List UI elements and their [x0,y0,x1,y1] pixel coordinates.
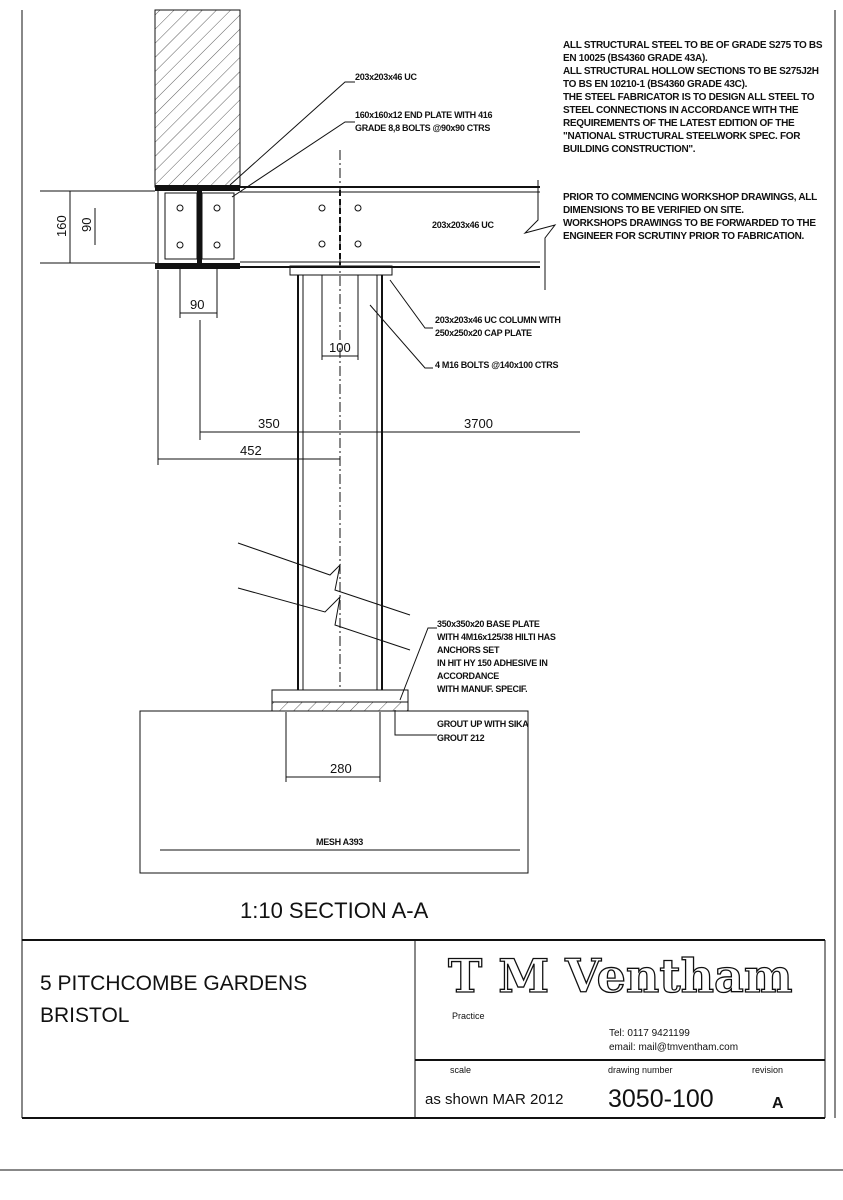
company-logo: T M Ventham [448,949,793,1003]
label-end-plate-bolts: GRADE 8,8 BOLTS @90x90 CTRS [355,123,490,133]
note-line: BUILDING CONSTRUCTION". [563,144,696,155]
note-line: "NATIONAL STRUCTURAL STEELWORK SPEC. FOR [563,131,801,142]
base-plate-line: ACCORDANCE [437,671,499,681]
note-line: STEEL CONNECTIONS IN ACCORDANCE WITH THE [563,105,799,116]
drawing-frame [0,10,843,1171]
note-line: ENGINEER FOR SCRUTINY PRIOR TO FABRICATI… [563,231,805,242]
base-plate-line: WITH 4M16x125/38 HILTI HAS [437,632,556,642]
section-title: 1:10 SECTION A-A [240,898,429,923]
label-bolts: 4 M16 BOLTS @140x100 CTRS [435,360,558,370]
dim-90: 90 [190,297,204,312]
column [237,150,411,712]
revision-label: revision [752,1065,783,1075]
note-line: PRIOR TO COMMENCING WORKSHOP DRAWINGS, A… [563,192,817,203]
dim-160: 160 [54,215,69,237]
email: email: mail@tmventham.com [609,1042,738,1053]
foundation [139,710,529,874]
label-uc-top: 203x203x46 UC [355,72,417,82]
base-plate-line: WITH MANUF. SPECIF. [437,684,527,694]
beam-203x203x46-uc [155,180,557,290]
revision: A [772,1095,784,1112]
wall-hatched [154,9,241,188]
label-cap-plate: 250x250x20 CAP PLATE [435,328,532,338]
note-line: WORKSHOPS DRAWINGS TO BE FORWARDED TO TH… [563,218,816,229]
dim-90-vertical: 90 [79,218,94,232]
dim-100: 100 [329,340,351,355]
label-grout: GROUT 212 [437,733,485,743]
note-line: DIMENSIONS TO BE VERIFIED ON SITE. [563,205,744,216]
label-end-plate: 160x160x12 END PLATE WITH 416 [355,110,492,120]
note-line: TO BS EN 10210-1 (BS4360 GRADE 43C). [563,79,748,90]
scale-label: scale [450,1065,471,1075]
dimension-lines [40,190,580,782]
leader-lines [229,81,437,736]
scale-value: as shown MAR 2012 [425,1091,563,1108]
base-plate-line: 350x350x20 BASE PLATE [437,619,540,629]
dim-452: 452 [240,443,262,458]
project-name: 5 PITCHCOMBE GARDENS [40,972,307,995]
label-column: 203x203x46 UC COLUMN WITH [435,315,561,325]
label-grout: GROUT UP WITH SIKA [437,719,529,729]
note-line: EN 10025 (BS4360 GRADE 43A). [563,53,708,64]
label-base-plate: 350x350x20 BASE PLATE WITH 4M16x125/38 H… [437,619,556,694]
note-line: ALL STRUCTURAL HOLLOW SECTIONS TO BE S27… [563,66,819,77]
drawing-number: 3050-100 [608,1085,714,1113]
note-line: ALL STRUCTURAL STEEL TO BE OF GRADE S275… [563,40,823,51]
dim-350: 350 [258,416,280,431]
drawing-number-label: drawing number [608,1065,673,1075]
label-mesh: MESH A393 [316,837,363,847]
telephone: Tel: 0117 9421199 [609,1028,690,1039]
dim-3700: 3700 [464,416,493,431]
project-city: BRISTOL [40,1004,129,1027]
general-notes: ALL STRUCTURAL STEEL TO BE OF GRADE S275… [563,40,823,242]
note-line: REQUIREMENTS OF THE LATEST EDITION OF TH… [563,118,795,129]
base-plate-line: IN HIT HY 150 ADHESIVE IN [437,658,548,668]
note-line: THE STEEL FABRICATOR IS TO DESIGN ALL ST… [563,92,815,103]
base-plate-line: ANCHORS SET [437,645,500,655]
dim-280: 280 [330,761,352,776]
label-beam: 203x203x46 UC [432,220,494,230]
practice-label: Practice [452,1011,485,1021]
